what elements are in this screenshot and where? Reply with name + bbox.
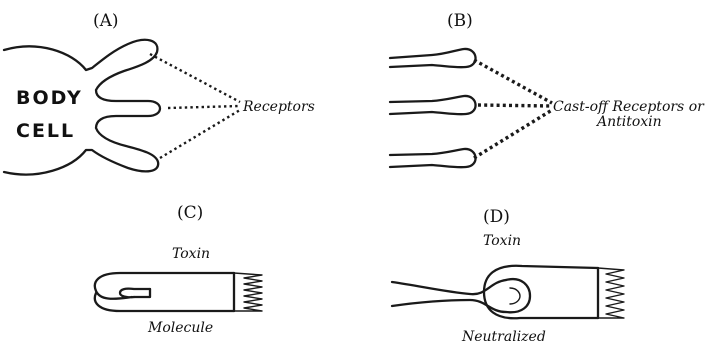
- toxin-molecule: [95, 273, 234, 311]
- body-cell-label-line2: CELL: [16, 120, 75, 142]
- toxin-inner-tail: [134, 289, 150, 297]
- panel-a-label: (A): [93, 11, 119, 31]
- cast-off-receptor-top: [390, 49, 476, 67]
- antitoxin-pointer-middle: [478, 105, 552, 106]
- cast-off-receptor-bottom: [390, 149, 476, 167]
- receptor-pointer-top: [150, 54, 240, 102]
- receptor-pointer-bottom: [160, 110, 240, 158]
- receptor-head-inner: [510, 288, 520, 304]
- panel-c-label: (C): [177, 203, 203, 223]
- toxophore-zigzag: [234, 273, 262, 311]
- panel-b-label: (B): [447, 11, 473, 31]
- receptor-pointer-middle: [168, 106, 240, 108]
- panel-a: (A) BODY CELL Receptors: [4, 11, 315, 175]
- toxin-label-d: Toxin: [483, 233, 521, 249]
- panel-b: (B) Cast-off Receptors or Antitoxin: [390, 11, 705, 167]
- neutralized-toxophore-zigzag: [598, 268, 624, 318]
- molecule-label: Molecule: [147, 320, 213, 336]
- panel-d-label: (D): [483, 207, 510, 227]
- cast-off-receptors-label: Cast-off Receptors or: [553, 99, 705, 115]
- receptors-label: Receptors: [242, 99, 315, 115]
- neutralized-label: Neutralized: [461, 329, 546, 344]
- toxin-label-c: Toxin: [172, 246, 210, 262]
- body-cell-label-line1: BODY: [16, 87, 83, 109]
- antitoxin-pointer-top: [474, 60, 552, 103]
- antitoxin-label: Antitoxin: [595, 114, 662, 130]
- cast-off-receptor-middle: [390, 96, 476, 114]
- antitoxin-pointer-bottom: [474, 110, 552, 158]
- panel-c: (C) Toxin Molecule: [95, 203, 262, 336]
- receptor-head: [506, 279, 530, 312]
- panel-d: (D) Toxin Neutralized: [392, 207, 624, 344]
